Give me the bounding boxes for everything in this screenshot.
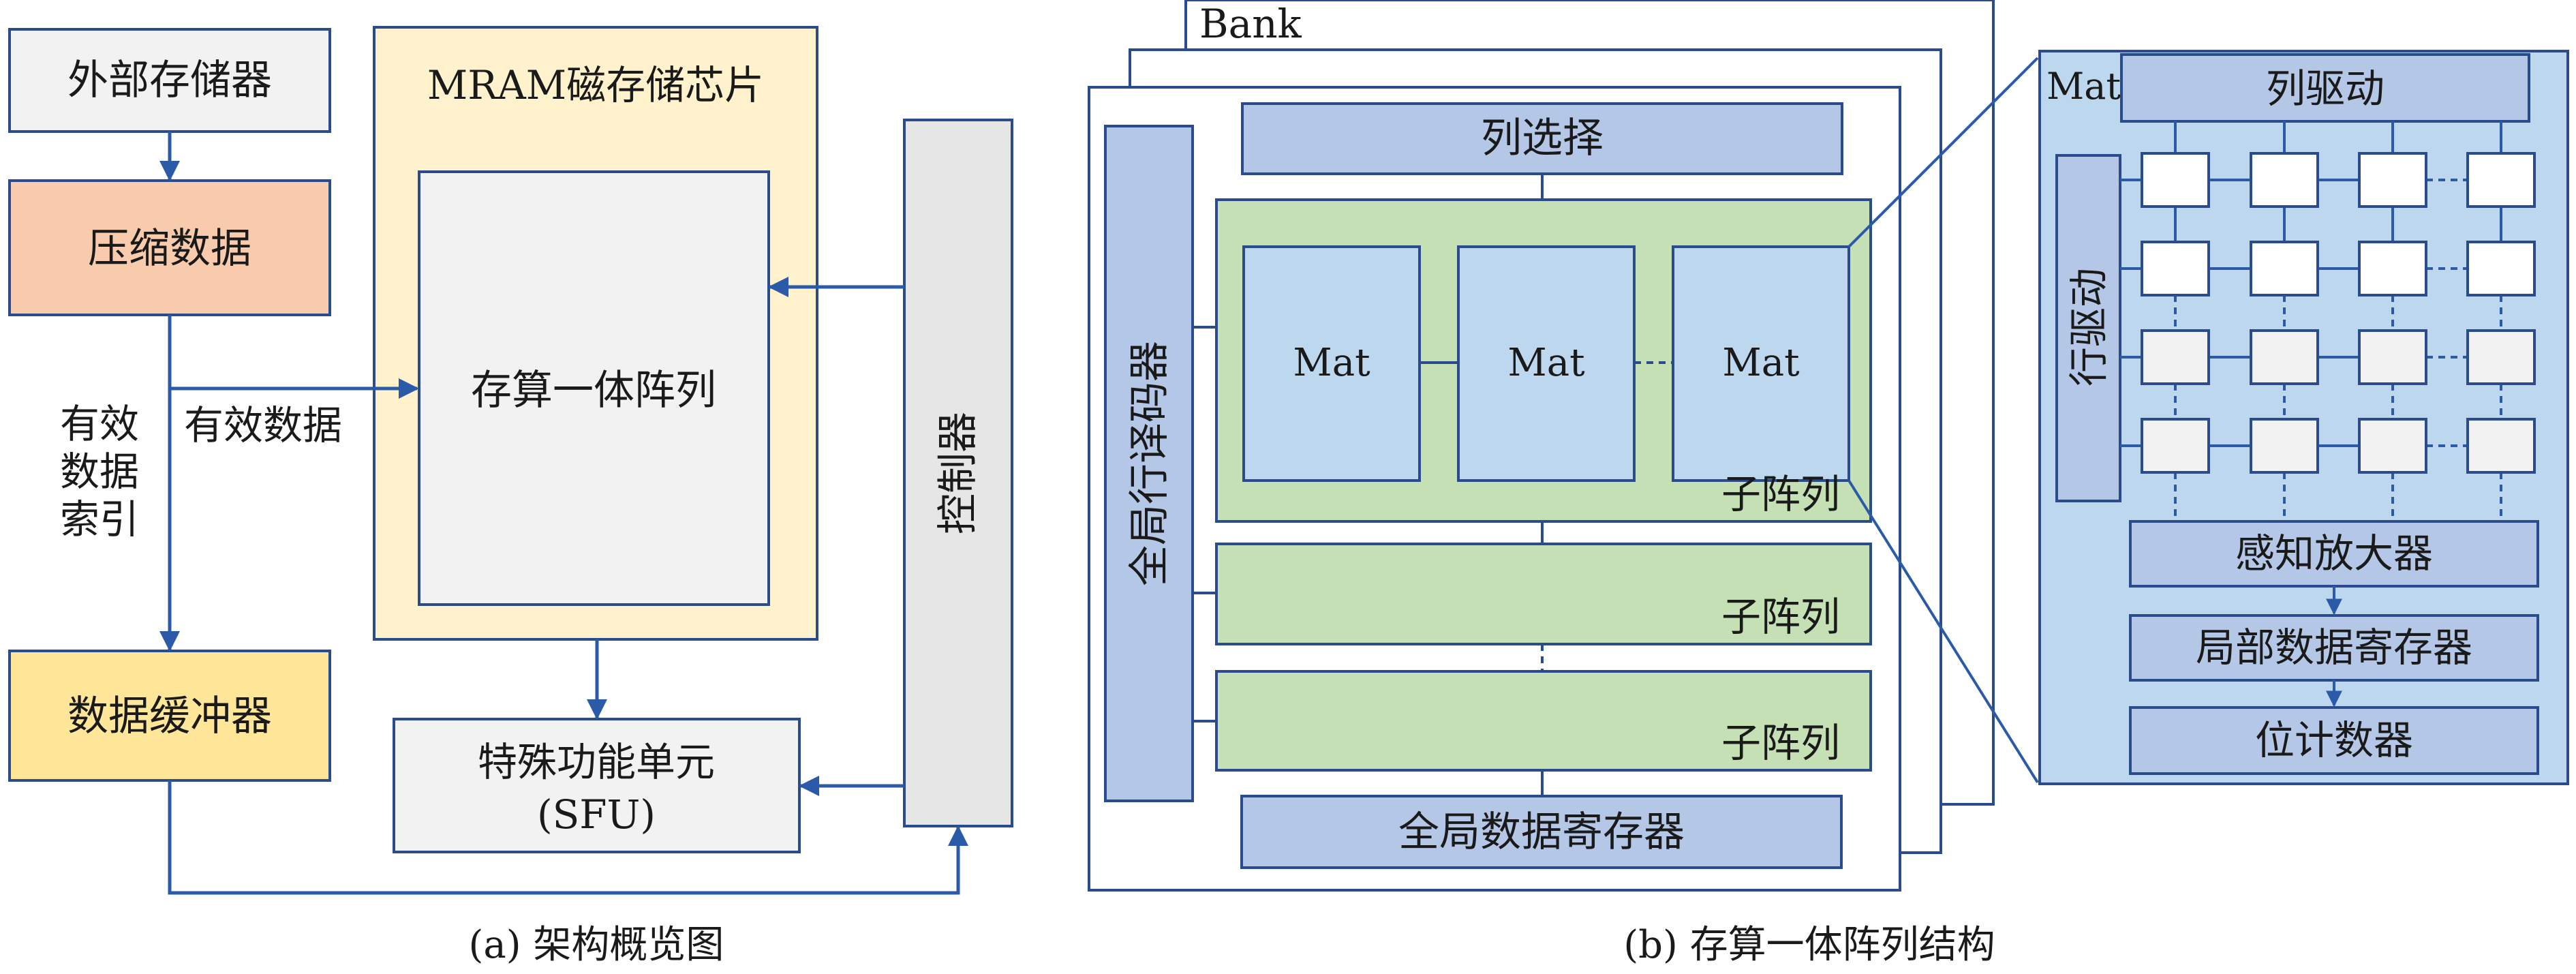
cim-array-box bbox=[418, 170, 770, 606]
cell bbox=[2141, 418, 2210, 474]
zoom-line-top bbox=[1847, 57, 2039, 248]
valid-index-label-2: 数据 bbox=[60, 448, 139, 495]
mat-detail: Mat 列驱动 行驱动 bbox=[2038, 50, 2569, 785]
bit-counter-label: 位计数器 bbox=[2255, 717, 2413, 763]
external-storage-box bbox=[8, 28, 331, 133]
compressed-data-box bbox=[8, 179, 331, 316]
panel-b: Bank 全局行译码器 列选择 Mat Mat Mat 子阵列 子阵列 子 bbox=[1088, 0, 2039, 967]
cim-array-label: 存算一体阵列 bbox=[471, 367, 716, 414]
mat-1-label: Mat bbox=[1293, 341, 1370, 385]
cell bbox=[2141, 329, 2210, 385]
cell-row-4 bbox=[2141, 418, 2536, 474]
row-wires bbox=[2120, 179, 2468, 447]
column-select-label: 列选择 bbox=[1481, 115, 1604, 162]
valid-data-label: 有效数据 bbox=[184, 402, 342, 448]
local-data-register-label: 局部数据寄存器 bbox=[2196, 624, 2472, 671]
data-buffer-label: 数据缓冲器 bbox=[67, 693, 272, 740]
cell bbox=[2358, 418, 2427, 474]
cell bbox=[2466, 418, 2536, 474]
arrow-buffer-to-controller bbox=[168, 780, 968, 895]
subarray-1-label: 子阵列 bbox=[1721, 471, 1840, 517]
bank-label: Bank bbox=[1199, 1, 1302, 47]
mat-detail-label: Mat bbox=[2046, 65, 2121, 108]
subarray-3-box bbox=[1215, 670, 1872, 772]
column-wires-dashed bbox=[2174, 295, 2502, 419]
subarray-2-label: 子阵列 bbox=[1721, 594, 1840, 640]
mat-3-label: Mat bbox=[1722, 341, 1800, 385]
bit-counter-box bbox=[2129, 706, 2539, 775]
global-data-register-label: 全局数据寄存器 bbox=[1398, 808, 1685, 856]
valid-index-label-3: 索引 bbox=[60, 496, 139, 543]
subarray-2-box bbox=[1215, 543, 1872, 645]
mat-1-box bbox=[1242, 245, 1421, 482]
cell-row-3 bbox=[2141, 329, 2536, 385]
cell bbox=[2250, 152, 2319, 208]
row-driver-box bbox=[2055, 154, 2121, 502]
cell bbox=[2358, 241, 2427, 296]
sfu-label-line2: (SFU) bbox=[537, 791, 656, 838]
cell bbox=[2358, 329, 2427, 385]
mram-chip-label: MRAM磁存储芯片 bbox=[427, 62, 764, 108]
cell bbox=[2250, 241, 2319, 296]
cell bbox=[2466, 241, 2536, 296]
global-data-register-box bbox=[1240, 795, 1843, 869]
zoom-line-bottom bbox=[1847, 479, 2039, 784]
sense-amplifier-box bbox=[2129, 520, 2539, 588]
sfu-box bbox=[393, 718, 801, 853]
global-row-decoder-box bbox=[1104, 125, 1194, 802]
local-data-register-box bbox=[2129, 614, 2539, 682]
cell-row-2 bbox=[2141, 241, 2536, 296]
external-storage-label: 外部存储器 bbox=[67, 57, 272, 104]
panel-a: 外部存储器 压缩数据 数据缓冲器 MRAM磁存储芯片 存算一体阵列 特殊功能单元… bbox=[8, 26, 1013, 967]
column-select-box bbox=[1241, 102, 1843, 175]
column-wires bbox=[2174, 121, 2502, 521]
cell bbox=[2466, 152, 2536, 208]
controller-label: 控制器 bbox=[934, 412, 982, 534]
subarray-3-label: 子阵列 bbox=[1721, 720, 1840, 766]
mat-2-label: Mat bbox=[1507, 341, 1585, 385]
cell bbox=[2358, 152, 2427, 208]
row-driver-label: 行驱动 bbox=[2066, 268, 2112, 386]
mat-3-box bbox=[1672, 245, 1850, 482]
cell bbox=[2466, 329, 2536, 385]
column-driver-label: 列驱动 bbox=[2266, 65, 2385, 112]
mat-2-box bbox=[1457, 245, 1636, 482]
global-row-decoder-label: 全局行译码器 bbox=[1126, 341, 1174, 586]
caption-b: (b) 存算一体阵列结构 bbox=[1623, 923, 1995, 967]
sfu-label-line1: 特殊功能单元 bbox=[478, 739, 715, 785]
cell bbox=[2250, 418, 2319, 474]
column-driver-box bbox=[2120, 53, 2530, 123]
cell-row-1 bbox=[2141, 152, 2536, 208]
valid-index-label-1: 有效 bbox=[60, 401, 139, 447]
compressed-data-label: 压缩数据 bbox=[88, 225, 251, 273]
cell bbox=[2250, 329, 2319, 385]
cell bbox=[2141, 152, 2210, 208]
cell bbox=[2141, 241, 2210, 296]
caption-a: (a) 架构概览图 bbox=[469, 923, 724, 967]
sense-amplifier-label: 感知放大器 bbox=[2235, 530, 2433, 577]
